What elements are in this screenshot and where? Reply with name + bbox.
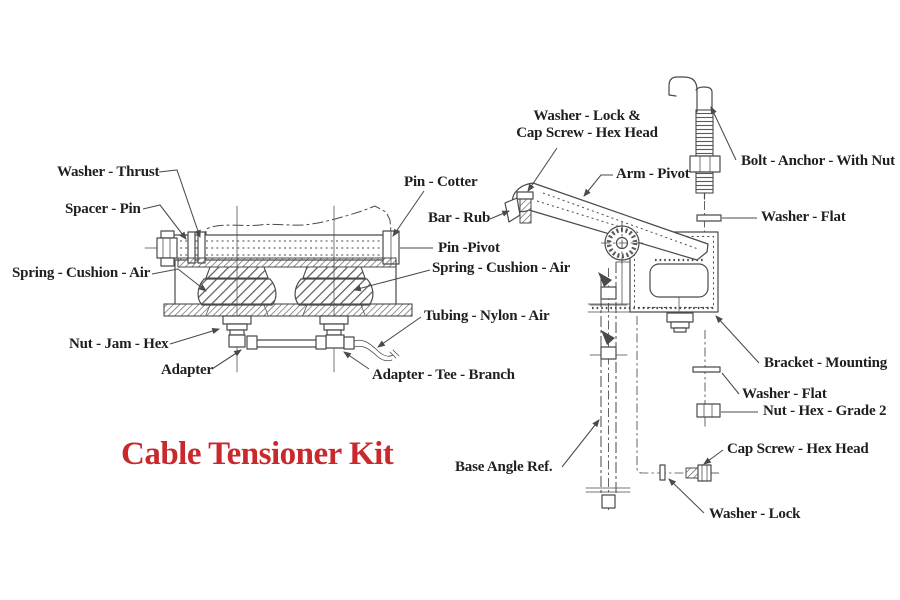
label-bracket-mounting: Bracket - Mounting bbox=[764, 355, 888, 371]
label-spring-cushion-air-right: Spring - Cushion - Air bbox=[432, 260, 571, 276]
leader-cap-screw-bottom bbox=[703, 449, 724, 465]
label-spring-cushion-air-left: Spring - Cushion - Air bbox=[12, 265, 151, 281]
label-washer-lock-cap-screw-line2: Cap Screw - Hex Head bbox=[516, 124, 658, 141]
label-adapter: Adapter bbox=[161, 362, 213, 378]
adapter-tee-branch-fitting bbox=[315, 315, 355, 350]
label-nut-jam-hex: Nut - Jam - Hex bbox=[69, 336, 169, 352]
nut-hex-grade2-part bbox=[696, 403, 721, 418]
leader-bracket-mounting bbox=[715, 315, 760, 364]
leader-arm-pivot bbox=[583, 174, 613, 197]
label-bar-rub: Bar - Rub bbox=[428, 210, 491, 226]
air-spring-left bbox=[197, 266, 277, 316]
label-tubing-nylon-air: Tubing - Nylon - Air bbox=[424, 308, 550, 324]
bottom-cap-screw-drawing bbox=[636, 316, 719, 482]
rub-bar-cap-screw bbox=[516, 191, 534, 200]
washer-lock-part bbox=[659, 464, 666, 481]
label-washer-lock: Washer - Lock bbox=[709, 506, 801, 522]
rod-end-nut bbox=[156, 237, 178, 259]
label-washer-thrust: Washer - Thrust bbox=[57, 164, 160, 180]
pivot-arm-assembly-drawing bbox=[504, 76, 722, 512]
label-pin-cotter: Pin - Cotter bbox=[404, 174, 478, 190]
air-spring-assembly-drawing bbox=[144, 205, 413, 373]
leader-washer-flat-bottom bbox=[721, 372, 740, 395]
leader-adapter-tee bbox=[343, 351, 370, 370]
anchor-bolt-nut bbox=[689, 155, 721, 173]
leader-spacer-pin bbox=[142, 204, 187, 240]
leader-washer-thrust bbox=[158, 169, 201, 238]
leader-washer-lock-cap-screw bbox=[527, 147, 558, 192]
rub-bar-end bbox=[504, 197, 521, 223]
pivot-boss bbox=[601, 222, 643, 264]
label-washer-lock-cap-screw: Washer - Lock & Cap Screw - Hex Head bbox=[501, 108, 673, 142]
label-nut-hex-grade-2: Nut - Hex - Grade 2 bbox=[763, 403, 887, 419]
leader-nut-jam-hex bbox=[169, 327, 221, 345]
leader-spring-right bbox=[352, 269, 431, 292]
washer-flat-top-part bbox=[696, 214, 722, 222]
label-arm-pivot: Arm - Pivot bbox=[616, 166, 690, 182]
leader-bar-rub bbox=[489, 210, 510, 220]
label-spacer-pin: Spacer - Pin bbox=[65, 201, 141, 217]
label-bolt-anchor-with-nut: Bolt - Anchor - With Nut bbox=[741, 153, 895, 169]
upper-plate bbox=[177, 257, 397, 268]
label-washer-flat-top: Washer - Flat bbox=[761, 209, 846, 225]
leader-bolt-anchor bbox=[710, 106, 737, 161]
base-plate bbox=[163, 303, 413, 317]
base-angle-drawing bbox=[585, 261, 631, 512]
leader-tubing bbox=[377, 316, 422, 348]
leader-base-angle bbox=[561, 419, 600, 468]
label-washer-lock-cap-screw-line1: Washer - Lock & bbox=[533, 108, 641, 124]
cap-screw-head bbox=[697, 464, 712, 482]
tubing-nylon-drawing bbox=[353, 339, 400, 362]
leader-washer-lock bbox=[668, 478, 705, 514]
label-washer-flat-bottom: Washer - Flat bbox=[742, 386, 827, 402]
leader-spring-left bbox=[151, 268, 207, 292]
leader-lines bbox=[142, 106, 760, 514]
washer-flat-bottom-part bbox=[692, 366, 721, 373]
label-base-angle-ref: Base Angle Ref. bbox=[455, 459, 553, 475]
bracket-bolt-nut bbox=[666, 312, 694, 323]
adapter-fitting-left bbox=[222, 315, 258, 350]
diagram-title: Cable Tensioner Kit bbox=[121, 436, 394, 472]
label-cap-screw-hex-head: Cap Screw - Hex Head bbox=[727, 441, 869, 457]
label-pin-pivot: Pin -Pivot bbox=[438, 240, 500, 256]
label-adapter-tee-branch: Adapter - Tee - Branch bbox=[372, 367, 515, 383]
anchor-bolt-drawing bbox=[668, 76, 721, 200]
leader-adapter bbox=[211, 349, 242, 370]
rub-bar-phantom-outline bbox=[205, 205, 392, 242]
leader-pin-cotter bbox=[392, 190, 425, 237]
